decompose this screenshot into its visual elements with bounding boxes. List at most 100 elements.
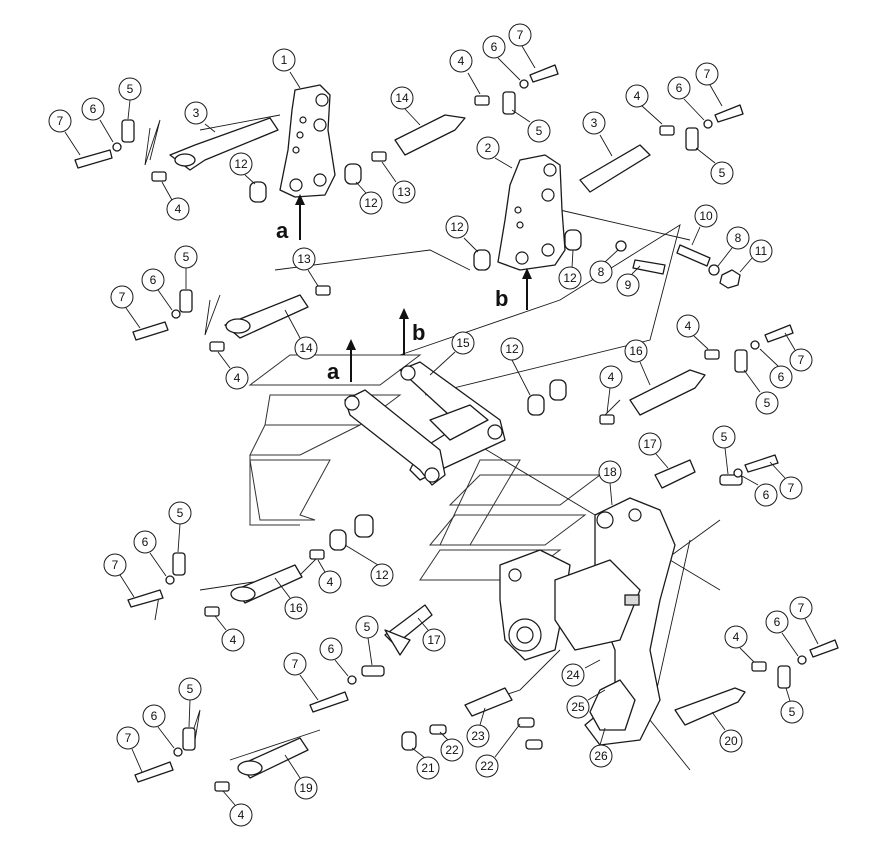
svg-text:21: 21 <box>421 761 435 775</box>
callout-12-f: 12 <box>344 544 394 587</box>
callout-3-right: 3 <box>582 111 613 157</box>
callout-15: 15 <box>429 331 475 376</box>
svg-text:3: 3 <box>591 116 598 130</box>
washers <box>112 79 807 757</box>
svg-text:4: 4 <box>327 575 334 589</box>
svg-text:6: 6 <box>763 488 770 502</box>
callout-7-d: 7 <box>110 285 141 329</box>
callout-5-b: 5 <box>511 109 551 143</box>
callout-24: 24 <box>561 659 601 687</box>
svg-text:7: 7 <box>119 290 126 304</box>
svg-text:4: 4 <box>234 371 241 385</box>
callout-5-e: 5 <box>743 369 779 415</box>
svg-text:5: 5 <box>127 82 134 96</box>
callout-14-b: 14 <box>284 309 318 360</box>
svg-text:14: 14 <box>299 341 313 355</box>
svg-text:7: 7 <box>788 481 795 495</box>
main-housing-18 <box>499 497 676 746</box>
svg-text:7: 7 <box>125 731 132 745</box>
callout-7-f: 7 <box>769 461 803 500</box>
callout-6-f: 6 <box>741 475 778 507</box>
svg-text:5: 5 <box>536 124 543 138</box>
callout-6-h: 6 <box>319 637 349 677</box>
svg-text:7: 7 <box>704 67 711 81</box>
svg-text:4: 4 <box>230 633 237 647</box>
svg-text:9: 9 <box>625 278 632 292</box>
svg-text:22: 22 <box>480 759 494 773</box>
svg-text:6: 6 <box>778 370 785 384</box>
svg-text:13: 13 <box>297 252 311 266</box>
bracket-part-1 <box>279 84 336 198</box>
view-letter-b-upper: b <box>495 286 508 311</box>
callout-20: 20 <box>711 711 743 753</box>
callout-22-a: 22 <box>439 731 464 762</box>
callout-4-d: 4 <box>217 351 249 390</box>
svg-text:20: 20 <box>724 734 738 748</box>
svg-text:24: 24 <box>566 668 580 682</box>
svg-text:17: 17 <box>643 437 657 451</box>
svg-text:7: 7 <box>798 601 805 615</box>
svg-text:6: 6 <box>142 535 149 549</box>
svg-text:25: 25 <box>571 700 585 714</box>
svg-text:12: 12 <box>364 196 378 210</box>
callout-6-c: 6 <box>667 76 705 121</box>
link-arm-15 <box>344 361 506 486</box>
svg-text:13: 13 <box>397 185 411 199</box>
callout-5-d: 5 <box>174 245 198 289</box>
svg-text:8: 8 <box>735 231 742 245</box>
callout-13-b: 13 <box>292 247 319 287</box>
view-arrows <box>295 194 532 382</box>
svg-text:5: 5 <box>719 166 726 180</box>
svg-text:4: 4 <box>175 202 182 216</box>
callout-4-c: 4 <box>625 84 663 125</box>
bushings <box>249 163 582 751</box>
callout-1: 1 <box>272 48 301 89</box>
callout-5-h: 5 <box>355 615 379 666</box>
svg-text:7: 7 <box>57 114 64 128</box>
callout-5-g: 5 <box>168 501 192 553</box>
callout-7-c: 7 <box>695 62 723 107</box>
svg-text:23: 23 <box>471 729 485 743</box>
callout-11: 11 <box>739 239 773 273</box>
callout-16-a: 16 <box>624 339 651 386</box>
view-letter-a-upper: a <box>276 218 289 243</box>
svg-text:5: 5 <box>789 705 796 719</box>
callout-4-h: 4 <box>214 615 245 652</box>
callout-7-b: 7 <box>508 23 536 69</box>
svg-text:3: 3 <box>193 106 200 120</box>
callout-3-left: 3 <box>184 101 216 133</box>
svg-text:4: 4 <box>634 89 641 103</box>
callout-10: 10 <box>691 204 718 246</box>
svg-text:6: 6 <box>676 81 683 95</box>
callout-4-g: 4 <box>317 559 342 594</box>
svg-text:7: 7 <box>517 28 524 42</box>
svg-text:4: 4 <box>685 319 692 333</box>
svg-text:19: 19 <box>299 781 313 795</box>
svg-text:15: 15 <box>456 336 470 350</box>
callout-6-d: 6 <box>141 268 173 311</box>
svg-text:7: 7 <box>292 657 299 671</box>
callout-4-f: 4 <box>599 365 623 414</box>
svg-text:22: 22 <box>445 743 459 757</box>
svg-text:12: 12 <box>450 220 464 234</box>
callout-7-g: 7 <box>103 553 135 598</box>
callout-12-b: 12 <box>355 181 383 215</box>
callout-4-i: 4 <box>724 625 755 663</box>
svg-text:6: 6 <box>774 615 781 629</box>
svg-text:6: 6 <box>491 40 498 54</box>
callout-7-i: 7 <box>116 726 143 773</box>
callout-12-a: 12 <box>229 152 256 185</box>
callout-5-j: 5 <box>780 687 804 724</box>
svg-text:14: 14 <box>395 91 409 105</box>
callout-8-b: 8 <box>717 226 750 267</box>
svg-text:10: 10 <box>699 209 713 223</box>
callout-12-c: 12 <box>445 215 479 253</box>
callout-19: 19 <box>284 754 318 800</box>
callout-7-h: 7 <box>283 652 319 701</box>
callout-5-c: 5 <box>695 147 734 185</box>
callout-4-b: 4 <box>449 49 481 95</box>
callout-6-b: 6 <box>482 35 521 81</box>
callout-9: 9 <box>616 265 641 297</box>
